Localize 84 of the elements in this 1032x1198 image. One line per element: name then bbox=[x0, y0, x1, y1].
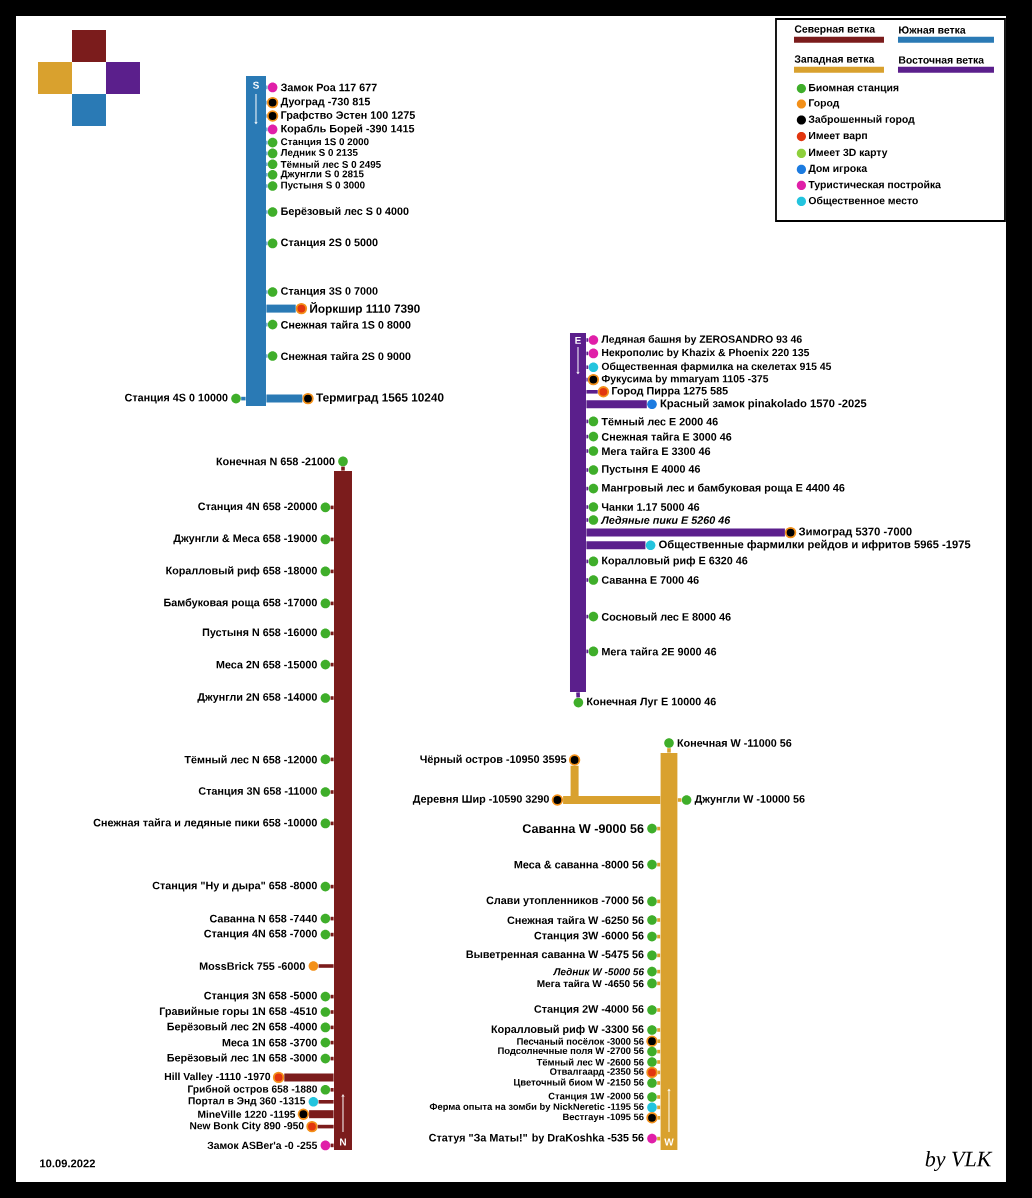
connector-line bbox=[657, 862, 661, 867]
connector-line bbox=[657, 1049, 661, 1054]
connector-line bbox=[657, 1028, 661, 1032]
connector-line bbox=[586, 559, 589, 564]
connector-line bbox=[330, 1040, 334, 1045]
connector-line bbox=[586, 434, 589, 439]
connector-line bbox=[330, 1010, 334, 1014]
connector-line bbox=[657, 1136, 661, 1141]
connector-line bbox=[330, 1056, 334, 1061]
connector-line bbox=[586, 449, 589, 453]
connector-line bbox=[330, 569, 334, 574]
signature: by VLK bbox=[925, 1151, 993, 1171]
connector-line bbox=[657, 1116, 661, 1120]
connector-line bbox=[309, 1110, 334, 1119]
connector-line bbox=[330, 1025, 334, 1030]
connector-line bbox=[657, 1060, 661, 1064]
connector-line bbox=[266, 85, 268, 90]
connector-line bbox=[330, 916, 334, 921]
connector-line bbox=[586, 649, 589, 654]
connector-line bbox=[657, 1081, 661, 1085]
connector-line bbox=[330, 631, 334, 636]
connector-line bbox=[657, 1070, 661, 1075]
connector-line bbox=[657, 899, 661, 904]
connector-line bbox=[657, 969, 661, 974]
connector-line bbox=[586, 377, 588, 382]
connector-line bbox=[330, 884, 334, 889]
connector-line bbox=[330, 1088, 334, 1092]
connector-line bbox=[563, 796, 661, 804]
connector-line bbox=[266, 127, 268, 132]
connector-line bbox=[576, 692, 580, 698]
connector-line bbox=[586, 614, 589, 619]
connector-line bbox=[657, 1105, 661, 1110]
connector-line bbox=[266, 241, 268, 246]
connector-line bbox=[266, 151, 268, 156]
connector-line bbox=[586, 338, 589, 342]
connector-line bbox=[266, 173, 268, 177]
connector-line bbox=[586, 528, 785, 537]
connector-line bbox=[657, 826, 661, 831]
connector-line bbox=[330, 994, 334, 999]
connector-line bbox=[586, 541, 646, 550]
connector-line bbox=[266, 210, 268, 214]
connector-line bbox=[657, 1039, 661, 1043]
connector-line bbox=[266, 184, 268, 188]
connector-line bbox=[330, 821, 334, 826]
connector-line bbox=[330, 662, 334, 667]
connector-line bbox=[284, 1073, 334, 1082]
connector-line bbox=[318, 1100, 334, 1104]
connector-line bbox=[330, 601, 334, 606]
connector-line bbox=[586, 486, 589, 491]
connector-line bbox=[266, 394, 303, 403]
connector-line bbox=[330, 505, 334, 510]
connector-line bbox=[657, 981, 661, 986]
connector-line bbox=[241, 396, 246, 401]
connector-line bbox=[330, 790, 334, 794]
connector-line bbox=[266, 290, 268, 294]
connector-line bbox=[586, 419, 589, 424]
connector-line bbox=[586, 468, 589, 472]
connector-line bbox=[657, 918, 661, 922]
connector-line bbox=[657, 1095, 661, 1099]
connector-line bbox=[667, 748, 671, 753]
connector-line bbox=[586, 351, 589, 356]
connector-line bbox=[330, 696, 334, 700]
connector-line bbox=[266, 162, 268, 166]
connector-line bbox=[586, 518, 589, 522]
connector-line bbox=[657, 934, 661, 939]
connector-line bbox=[330, 1143, 334, 1148]
connector-line bbox=[266, 322, 268, 327]
connector-line bbox=[657, 1008, 661, 1012]
connector-line bbox=[586, 400, 647, 409]
connector-line bbox=[586, 390, 598, 394]
connector-line bbox=[586, 578, 589, 582]
connector-line bbox=[657, 953, 661, 958]
connector-line bbox=[330, 537, 334, 542]
connector-line bbox=[318, 964, 334, 968]
connector-line bbox=[586, 505, 589, 509]
connector-line bbox=[266, 354, 268, 358]
connector-line bbox=[266, 140, 268, 145]
connector-line bbox=[330, 932, 334, 937]
connector-line bbox=[317, 1124, 334, 1129]
connector-line bbox=[330, 757, 334, 762]
connector-line bbox=[266, 304, 296, 313]
connector-line bbox=[677, 798, 682, 802]
connector-line bbox=[341, 466, 345, 471]
connector-line bbox=[586, 365, 589, 369]
